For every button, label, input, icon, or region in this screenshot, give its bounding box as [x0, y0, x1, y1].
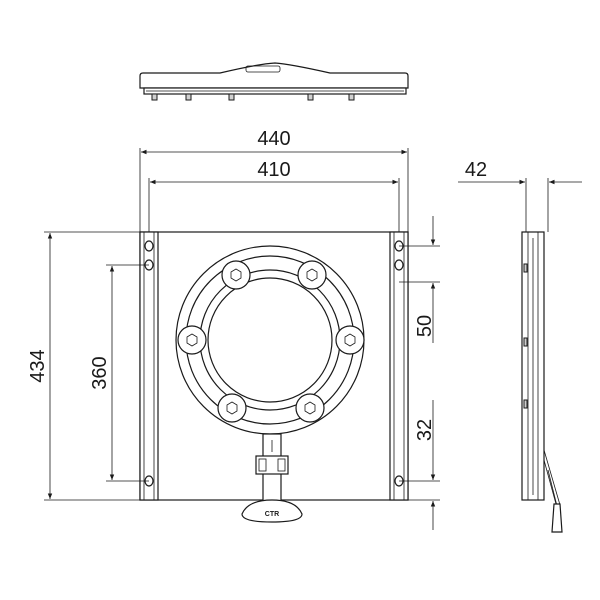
top-view-handle-slot: [245, 65, 281, 73]
dimension-360: 360: [89, 264, 149, 482]
side-view: [521, 231, 563, 533]
release-lever: CTR: [241, 433, 303, 523]
left-rail: [139, 231, 159, 501]
top-view: [139, 62, 409, 101]
right-rail: [389, 231, 409, 501]
front-view: CTR: [139, 231, 409, 523]
bolt-heads: [177, 260, 365, 423]
dimension-440: 440: [139, 128, 409, 232]
top-view-bolts: [151, 93, 355, 101]
dim-label-434: 434: [27, 349, 49, 382]
dimension-50: 50: [399, 216, 440, 343]
handle-logo: CTR: [265, 511, 279, 518]
dim-label-360: 360: [89, 356, 111, 389]
dim-label-32: 32: [414, 419, 436, 441]
dim-label-440: 440: [257, 128, 290, 150]
dimension-42: 42: [458, 159, 582, 232]
dimension-410: 410: [148, 159, 400, 232]
dim-label-42: 42: [465, 159, 487, 181]
dim-label-410: 410: [257, 159, 290, 181]
dimension-32: 32: [399, 400, 440, 530]
dim-label-50: 50: [414, 315, 436, 337]
dimension-434: 434: [27, 231, 140, 501]
